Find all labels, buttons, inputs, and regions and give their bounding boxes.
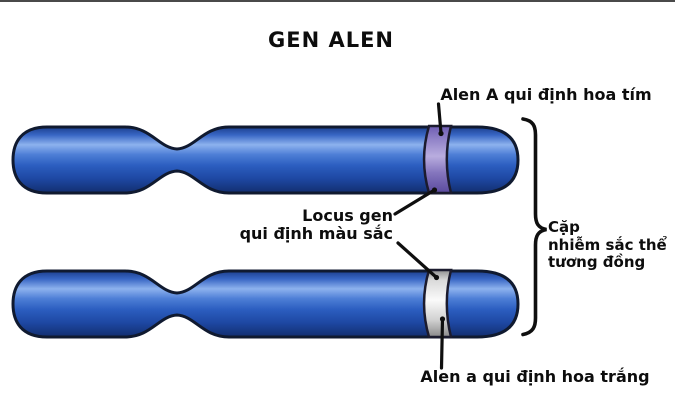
pointer-dot-locus-bottom — [433, 274, 440, 281]
homologous-pair-label: Cặp nhiễm sắc thể tương đồng — [548, 218, 667, 272]
curly-brace-icon — [521, 117, 547, 337]
locus-label: Locus gen qui định màu sắc — [240, 207, 393, 243]
pointer-line-allele-a — [439, 317, 445, 370]
locus-label-line1: Locus gen — [302, 206, 393, 225]
pointer-line-allele-A — [436, 102, 443, 135]
pair-label-line1: Cặp — [548, 218, 580, 236]
pointer-line-locus-top — [393, 188, 437, 216]
pointer-line-locus-bottom — [396, 241, 439, 280]
page-title: GEN ALEN — [267, 28, 395, 52]
allele-A-label: Alen A qui định hoa tím — [440, 85, 652, 104]
pointer-dot-locus-top — [431, 187, 438, 193]
pointer-dot-allele-a — [439, 316, 446, 322]
pair-label-line3: tương đồng — [548, 253, 646, 271]
chromosome-top — [11, 124, 520, 195]
pair-label-line2: nhiễm sắc thể — [548, 235, 667, 254]
allele-A-band — [422, 124, 453, 195]
locus-label-line2: qui định màu sắc — [239, 224, 393, 243]
allele-a-band — [422, 268, 453, 339]
pointer-dot-allele-A — [438, 130, 444, 137]
allele-a-label: Alen a qui định hoa trắng — [420, 367, 650, 386]
